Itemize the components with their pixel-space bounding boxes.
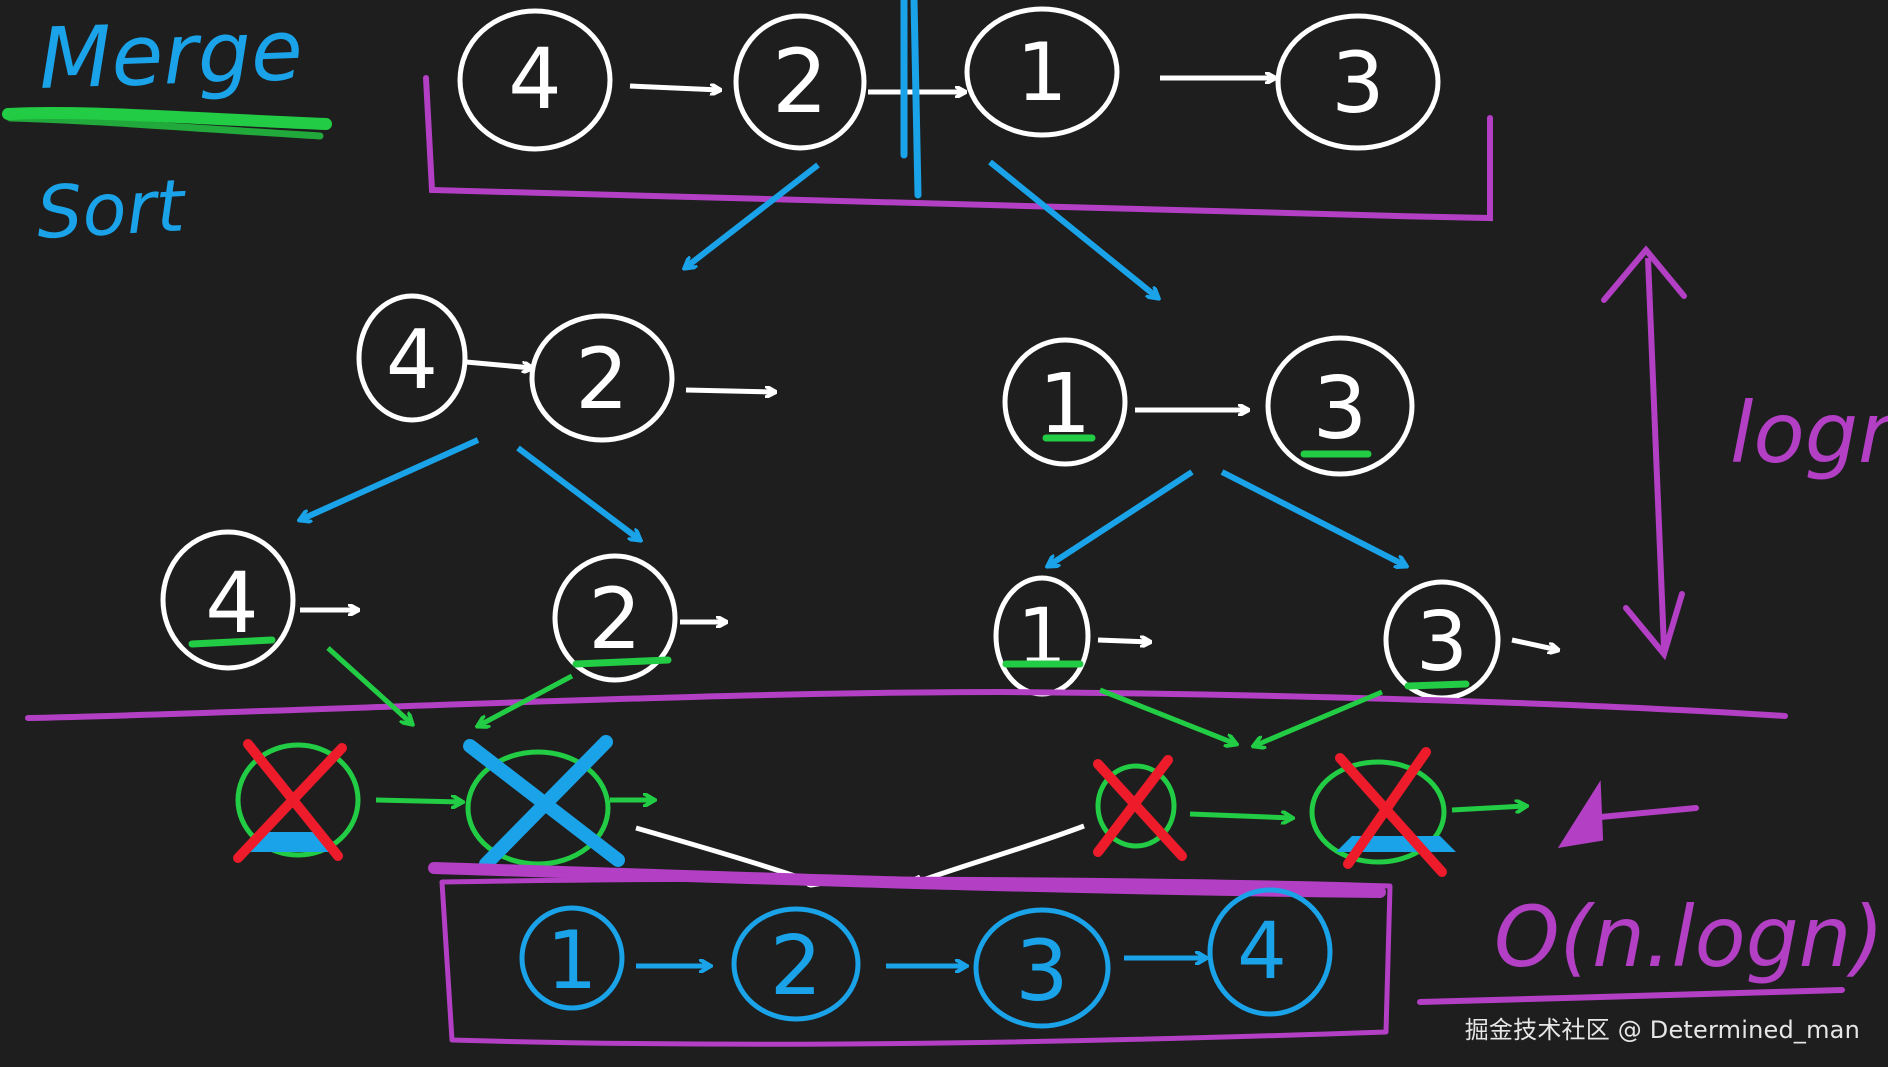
node-single-1: 2: [552, 553, 678, 683]
level-singles: 4 2 1 3: [160, 529, 1558, 701]
title-block: Merge Sort: [2, 1, 332, 255]
node-value: 3: [1313, 359, 1368, 459]
split-arrows-mid: [300, 437, 1406, 566]
node-original-1: 2: [733, 13, 867, 151]
node-single-3: 3: [1383, 579, 1501, 701]
merge-arrow: [478, 673, 574, 726]
node-value: 1: [1017, 593, 1067, 683]
node-single-2: 1: [993, 575, 1091, 697]
null-arrow: [685, 390, 775, 392]
tail-pointer: [1557, 780, 1699, 849]
node-value: 2: [772, 30, 828, 133]
node-split-left-0: 4: [356, 293, 468, 423]
title-underline-2: [6, 114, 324, 140]
merge-divider: [25, 688, 1788, 721]
temp-link: [375, 800, 462, 802]
node-original-0: 4: [457, 8, 613, 152]
level-split: 4 2 1 3: [356, 293, 1415, 477]
watermark: 掘金技术社区 @ Determined_man: [1464, 1016, 1860, 1044]
split-arrows-top: [685, 159, 1158, 298]
temp-node-crossed: [1309, 747, 1456, 877]
pointer-mark: [188, 636, 276, 648]
title-sort: Sort: [34, 163, 189, 255]
split-arrow-left: [685, 162, 820, 268]
original-bracket: [423, 75, 1493, 222]
pointer-mark: [1404, 680, 1470, 690]
merge-arrow: [1254, 689, 1383, 746]
depth-arrow-head-bottom: [1623, 591, 1685, 661]
result-arrow-right: [912, 823, 1085, 884]
merge-arrow: [326, 646, 412, 724]
temp-node-crossed: [1093, 755, 1187, 861]
level-original: 4 2 1 3: [423, 0, 1493, 222]
null-arrow: [1097, 640, 1150, 642]
split-arrow-left: [300, 437, 480, 520]
temp-link: [1189, 814, 1292, 818]
node-value: 4: [205, 554, 258, 652]
node-value: 4: [1237, 907, 1287, 997]
temp-link: [1451, 806, 1526, 810]
node-merged-3: 4: [1207, 887, 1333, 1017]
title-underline: [2, 106, 332, 130]
node-single-0: 4: [160, 529, 296, 671]
node-merged-1: 2: [731, 906, 861, 1022]
split-arrow-left: [1048, 469, 1194, 566]
split-divider: [900, 0, 922, 199]
merge-arrows: [326, 646, 1383, 746]
node-split-right-0: 1: [1002, 337, 1128, 467]
temp-node-crossed: [233, 739, 361, 863]
link-arrow: [629, 83, 720, 90]
depth-indicator: logn: [1601, 245, 1888, 661]
node-value: 3: [1416, 595, 1468, 690]
split-arrow-right: [516, 445, 640, 540]
node-value: 3: [1015, 922, 1068, 1020]
complexity-block: O(n.logn): [1417, 888, 1884, 1005]
title-merge: Merge: [37, 1, 304, 108]
depth-arrow-head-top: [1601, 245, 1687, 303]
node-value: 4: [386, 313, 438, 408]
node-original-2: 1: [964, 6, 1120, 138]
result-box: [439, 876, 1393, 1047]
split-arrow-right: [1220, 469, 1406, 566]
complexity-label: O(n.logn): [1494, 888, 1884, 986]
depth-double-arrow: [1645, 257, 1667, 649]
node-value: 2: [575, 330, 628, 428]
node-value: 4: [508, 30, 561, 128]
node-value: 2: [770, 919, 822, 1014]
merge-arrow: [1099, 687, 1236, 744]
node-merged-0: 1: [519, 905, 625, 1011]
pointer-mark: [572, 656, 672, 668]
node-value: 3: [1331, 34, 1384, 132]
node-value: 1: [547, 914, 598, 1007]
split-arrow-right: [988, 159, 1158, 298]
node-value: 2: [588, 570, 641, 668]
node-original-3: 3: [1275, 13, 1441, 151]
null-arrow: [1511, 637, 1558, 650]
node-split-right-1: 3: [1265, 335, 1415, 477]
link-arrow: [465, 359, 532, 368]
level-merged: 1 2 3 4: [428, 862, 1393, 1047]
merge-working-row: [233, 735, 1699, 877]
node-split-left-1: 2: [529, 313, 675, 443]
node-merged-2: 3: [973, 907, 1111, 1029]
temp-node-crossed: [463, 735, 625, 871]
complexity-underline: [1417, 987, 1845, 1005]
depth-label: logn: [1730, 384, 1888, 482]
node-value: 1: [1017, 26, 1068, 119]
